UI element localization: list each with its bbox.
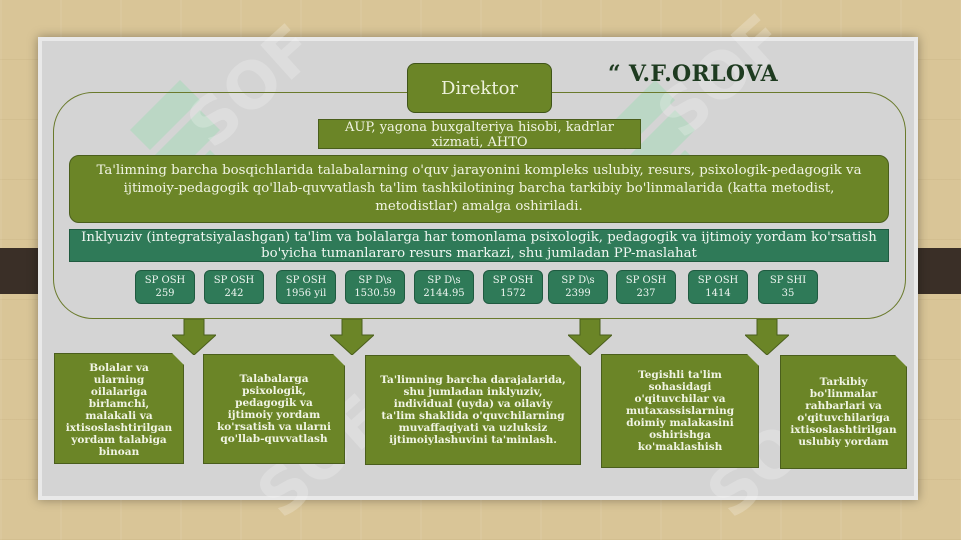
support-box-text: Ta'limning barcha bosqichlarida talabala… [96,163,862,214]
function-card: Ta'limning barcha darajalarida, shu juml… [365,355,581,465]
down-arrow-icon [172,319,216,355]
inclusive-center-box: Inklyuziv (integratsiyalashgan) ta'lim v… [69,229,889,262]
function-card: Tegishli ta'lim sohasidagi o'qituvchilar… [601,354,759,468]
down-arrow-icon [568,319,612,355]
down-arrow-icon [745,319,789,355]
aup-box: AUP, yagona buxgalteriya hisobi, kadrlar… [318,119,641,149]
function-card: Talabalarga psixologik, pedagogik va ijt… [203,354,345,464]
function-card: Bolalar va ularning oilalariga birlamchi… [54,353,184,464]
page-title: “ V.F.ORLOVA [608,61,778,87]
left-dark-band [0,248,40,294]
down-arrow-icon [330,319,374,355]
director-box: Direktor [407,63,552,113]
function-card: Tarkibiy bo'linmalar rahbarlari va o'qit… [780,355,907,469]
support-box: Ta'limning barcha bosqichlarida talabala… [69,155,889,223]
